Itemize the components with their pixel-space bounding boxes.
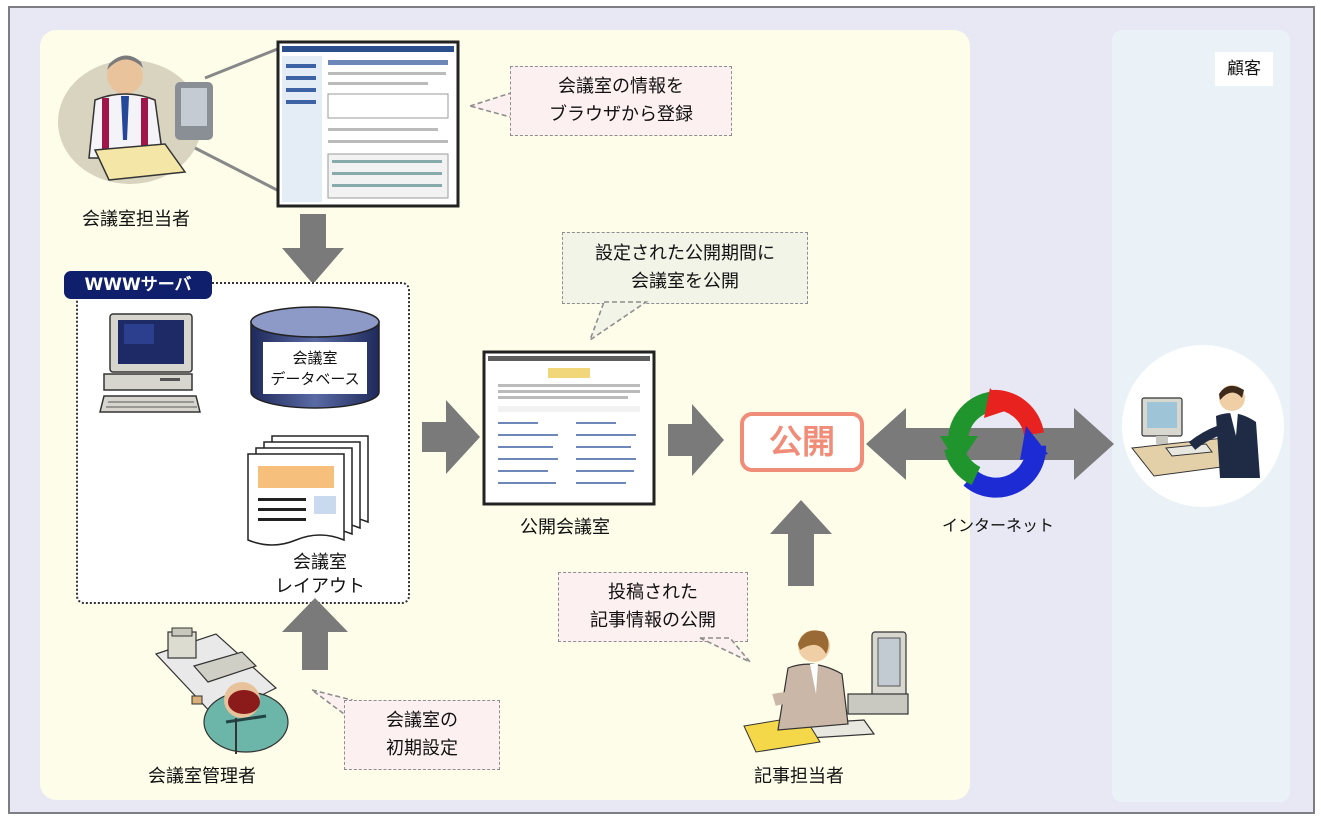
businessman-at-desk-icon <box>58 46 281 192</box>
article-staff-label: 記事担当者 <box>754 766 844 787</box>
callout-posted-article-line1: 投稿された <box>608 582 698 603</box>
callout-publish-period-line1: 設定された公開期間に <box>595 243 775 264</box>
arrow-bidirectional-internet <box>866 408 1114 480</box>
callout-posted-article-tail <box>699 637 751 663</box>
meeting-room-staff-label: 会議室担当者 <box>82 209 190 230</box>
public-meeting-room-label: 公開会議室 <box>520 517 610 538</box>
arrow-right-from-server <box>422 400 480 474</box>
callout-initial-setup: 会議室の 初期設定 <box>344 700 500 770</box>
callout-initial-setup-line2: 初期設定 <box>386 738 458 759</box>
callout-posted-article: 投稿された 記事情報の公開 <box>558 572 748 642</box>
publish-box: 公開 <box>740 412 864 472</box>
callout-publish-period-tail <box>588 301 649 343</box>
arrow-up-from-admin <box>282 598 348 670</box>
layout-label-line1: 会議室 <box>293 552 347 573</box>
customer-label: 顧客 <box>1215 52 1273 86</box>
customer-at-computer-icon <box>1131 385 1260 478</box>
database-label-line2: データベース <box>270 370 360 388</box>
callout-register-line2: ブラウザから登録 <box>549 104 693 125</box>
desktop-computer-icon <box>99 313 201 413</box>
database-label-line1: 会議室 <box>292 349 338 367</box>
database-icon <box>250 306 380 409</box>
callout-register: 会議室の情報を ブラウザから登録 <box>510 66 732 136</box>
internet-label: インターネット <box>942 516 1055 535</box>
callout-publish-period: 設定された公開期間に 会議室を公開 <box>562 232 808 304</box>
callout-posted-article-line2: 記事情報の公開 <box>590 610 716 631</box>
browser-screenshot-icon <box>276 40 460 208</box>
callout-register-line1: 会議室の情報を <box>558 76 684 97</box>
woman-at-computer-icon <box>743 630 909 753</box>
layout-label-line2: レイアウト <box>275 576 365 597</box>
arrow-right-to-publish <box>668 404 724 476</box>
internet-cycle-icon <box>940 388 1048 498</box>
callout-initial-setup-line1: 会議室の <box>386 710 458 731</box>
callout-publish-period-line2: 会議室を公開 <box>631 271 739 292</box>
www-server-badge: WWWサーバ <box>64 271 212 299</box>
arrow-up-from-article-staff <box>770 500 832 586</box>
public-room-screenshot-icon <box>482 350 656 506</box>
arrow-down-to-server <box>282 214 344 284</box>
document-stack-icon <box>247 435 369 546</box>
admin-at-desk-icon <box>154 627 289 754</box>
meeting-room-admin-label: 会議室管理者 <box>148 766 256 787</box>
